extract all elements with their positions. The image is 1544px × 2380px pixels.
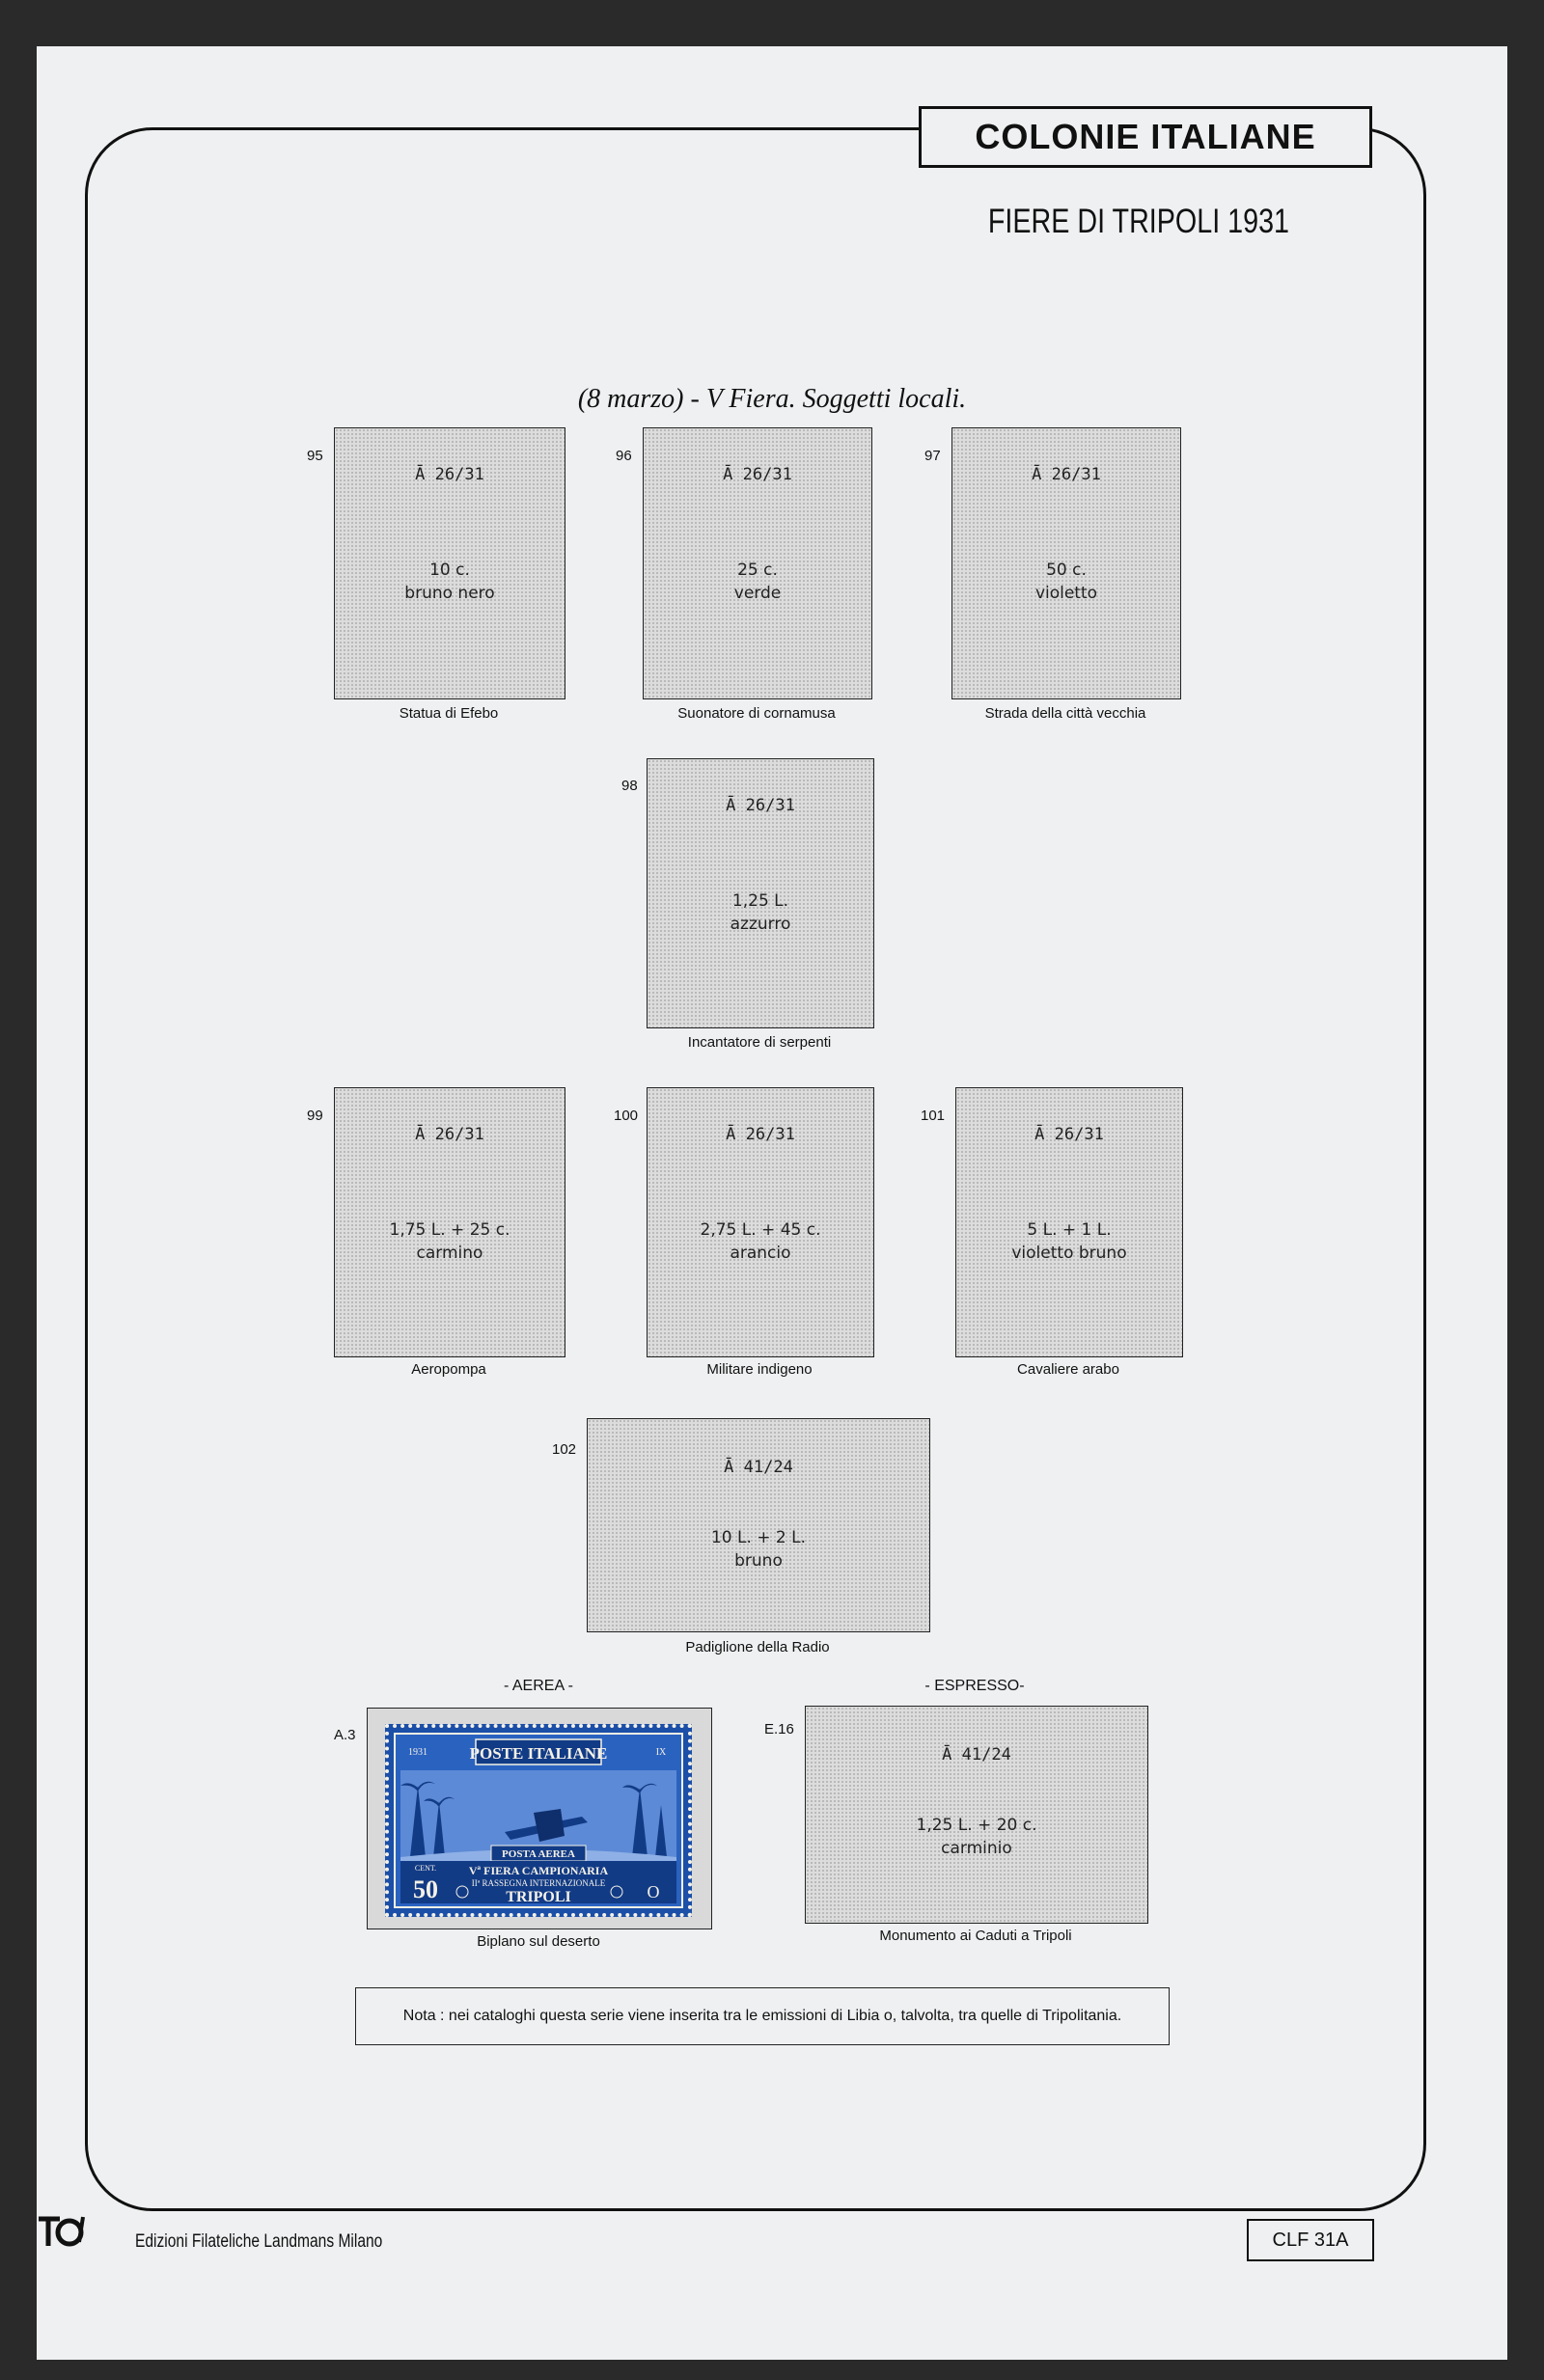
stamp-number: 98 (621, 778, 638, 794)
page-title: COLONIE ITALIANE (919, 106, 1372, 168)
stamp-number: 99 (307, 1108, 323, 1124)
stamp-number: 101 (921, 1108, 946, 1124)
stamp-slot-96: Ā 26/31 25 c. verde (643, 427, 872, 699)
page-subtitle: FIERE DI TRIPOLI 1931 (987, 203, 1289, 240)
stamp-slot-99: Ā 26/31 1,75 L. + 25 c. carmino (334, 1087, 565, 1357)
note-text: Nota : nei cataloghi questa serie viene … (402, 2008, 1122, 2024)
stamp-slot-100: Ā 26/31 2,75 L. + 45 c. arancio (647, 1087, 874, 1357)
svg-text:O: O (648, 1882, 660, 1901)
catalog-code: Ā 26/31 (726, 796, 795, 815)
stamp-color: verde (733, 584, 782, 603)
stamp-value: 1,25 L. + 20 c. (916, 1816, 1037, 1835)
stamp-slot-102: Ā 41/24 10 L. + 2 L. bruno (587, 1418, 930, 1632)
stamp-caption: Aeropompa (411, 1361, 486, 1378)
stamp-caption: Militare indigeno (706, 1361, 813, 1378)
catalog-code: Ā 26/31 (726, 1125, 795, 1144)
stamp-value: 1,75 L. + 25 c. (389, 1220, 510, 1240)
stamp-value: 5 L. + 1 L. (1027, 1220, 1112, 1240)
series-heading: (8 marzo) - V Fiera. Soggetti locali. (577, 384, 967, 414)
stamp-value-numeral: 50 (413, 1875, 438, 1903)
stamp-color: bruno nero (404, 584, 495, 603)
stamp-caption: Cavaliere arabo (1017, 1361, 1119, 1378)
stamp-city-text: TRIPOLI (506, 1889, 571, 1905)
stamp-slot-95: Ā 26/31 10 c. bruno nero (334, 427, 565, 699)
stamp-posta-aerea: POSTA AEREA (502, 1848, 575, 1860)
stamp-number: 102 (552, 1441, 577, 1458)
page-border-frame (85, 127, 1426, 2211)
stamp-value: 50 c. (1046, 561, 1087, 580)
stamp-number: 96 (616, 448, 632, 464)
stamp-slot-98: Ā 26/31 1,25 L. azzurro (647, 758, 874, 1028)
stamp-fiera-text: Vª FIERA CAMPIONARIA (469, 1864, 609, 1877)
stamp-top-text: POSTE ITALIANE (470, 1744, 608, 1763)
stamp-value: 1,25 L. (731, 891, 789, 911)
stamp-slot-97: Ā 26/31 50 c. violetto (951, 427, 1181, 699)
catalog-code: Ā 41/24 (942, 1745, 1011, 1764)
page-code-text: CLF 31A (1272, 2229, 1349, 2251)
airmail-stamp-image: POSTE ITALIANE 1931 IX POSTA AEREA Vª FI… (385, 1724, 692, 1917)
stamp-caption: Suonatore di cornamusa (677, 705, 836, 722)
catalog-code: Ā 26/31 (415, 465, 484, 484)
stamp-color: violetto (1034, 584, 1098, 603)
stamp-number: A.3 (334, 1727, 356, 1743)
stamp-year-left: 1931 (408, 1747, 427, 1758)
stamp-color: violetto bruno (1011, 1244, 1127, 1263)
stamp-number: E.16 (764, 1721, 794, 1737)
stamp-number: 97 (924, 448, 941, 464)
stamp-number: 95 (307, 448, 323, 464)
stamp-year-right: IX (656, 1747, 667, 1758)
catalog-code: Ā 26/31 (415, 1125, 484, 1144)
express-section-label: - ESPRESSO- (924, 1678, 1025, 1694)
note-box: Nota : nei cataloghi questa serie viene … (355, 1987, 1170, 2045)
stamp-mount-A3: POSTE ITALIANE 1931 IX POSTA AEREA Vª FI… (367, 1708, 712, 1929)
publisher-name: Edizioni Filateliche Landmans Milano (135, 2231, 383, 2252)
stamp-caption: Monumento ai Caduti a Tripoli (879, 1928, 1072, 1944)
stamp-color: azzurro (730, 915, 791, 934)
stamp-caption: Strada della città vecchia (984, 705, 1146, 722)
stamp-caption: Statua di Efebo (399, 705, 499, 722)
stamp-caption: Biplano sul deserto (477, 1933, 600, 1950)
stamp-value: 25 c. (737, 561, 778, 580)
stamp-color: arancio (730, 1244, 791, 1263)
catalog-code: Ā 26/31 (723, 465, 792, 484)
stamp-rassegna-text: IIª RASSEGNA INTERNAZIONALE (472, 1878, 606, 1888)
catalog-code: Ā 26/31 (1034, 1125, 1104, 1144)
air-section-label: - AEREA - (503, 1678, 574, 1694)
stamp-color: bruno (734, 1551, 783, 1571)
stamp-slot-E16: Ā 41/24 1,25 L. + 20 c. carminio (805, 1706, 1148, 1924)
stamp-caption: Incantatore di serpenti (687, 1034, 832, 1051)
publisher-logo-icon (39, 2216, 85, 2247)
stamp-value: 10 c. (429, 561, 470, 580)
catalog-code: Ā 26/31 (1032, 465, 1101, 484)
stamp-number: 100 (614, 1108, 639, 1124)
stamp-color: carmino (416, 1244, 483, 1263)
catalog-code: Ā 41/24 (724, 1458, 793, 1477)
stamp-caption: Padiglione della Radio (685, 1639, 830, 1655)
stamp-value: 2,75 L. + 45 c. (700, 1220, 821, 1240)
stamp-value: 10 L. + 2 L. (710, 1528, 807, 1547)
page-code: CLF 31A (1247, 2219, 1374, 2261)
stamp-color: carminio (941, 1839, 1012, 1858)
stamp-cent-text: CENT. (415, 1864, 436, 1873)
stamp-slot-101: Ā 26/31 5 L. + 1 L. violetto bruno (955, 1087, 1183, 1357)
